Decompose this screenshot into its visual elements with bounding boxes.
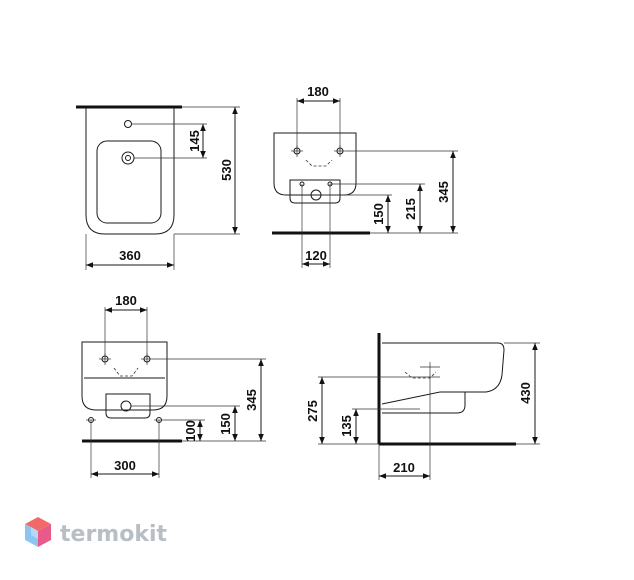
dim-top-holes-spacing: 180	[307, 84, 329, 99]
dim-top-h1: 150	[371, 203, 386, 225]
dim-side-h2: 135	[339, 415, 354, 437]
back-view	[81, 307, 266, 478]
dim-back-h3: 345	[244, 389, 259, 411]
logo-text: termokit	[60, 522, 167, 547]
dim-back-h2: 150	[218, 413, 233, 435]
dim-front-width: 360	[119, 248, 141, 263]
dim-back-h1: 100	[183, 420, 198, 442]
side-view	[318, 333, 540, 480]
dim-back-width: 300	[114, 458, 136, 473]
dim-back-holes-spacing: 180	[115, 293, 137, 308]
dim-front-tap-hole: 145	[187, 130, 202, 152]
dim-side-h1: 275	[305, 400, 320, 422]
dim-side-depth: 210	[393, 460, 415, 475]
dim-side-height: 430	[518, 382, 533, 404]
cube-icon	[25, 517, 51, 547]
termokit-logo: termokit	[25, 517, 167, 547]
dim-top-outlet-spacing: 120	[305, 248, 327, 263]
top-right-view	[272, 98, 458, 268]
dim-front-height: 530	[219, 159, 234, 181]
dim-top-h3: 345	[436, 181, 451, 203]
front-view	[76, 105, 240, 270]
dim-top-h2: 215	[403, 198, 418, 220]
